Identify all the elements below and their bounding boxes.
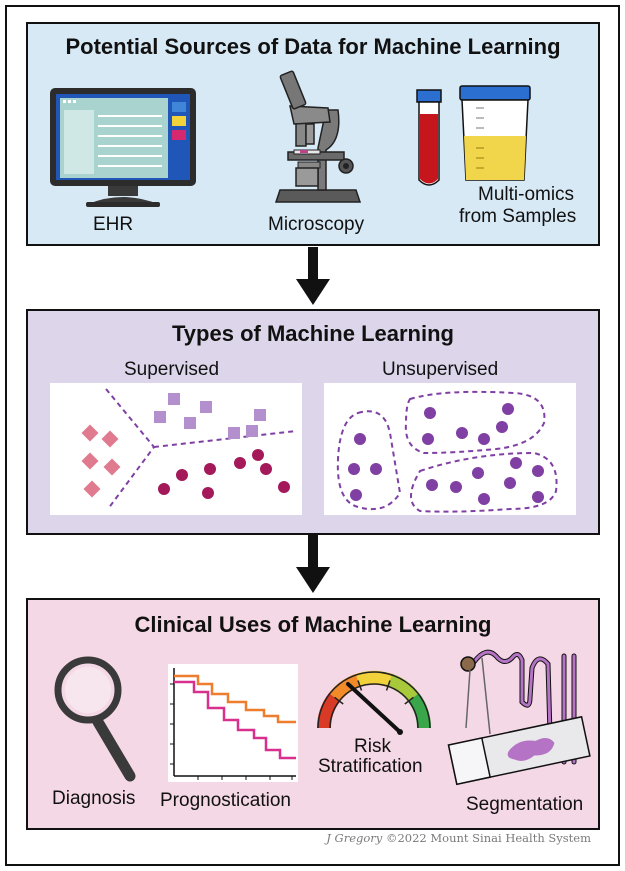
purple-dot (450, 481, 462, 493)
clinical-uses-panel: Clinical Uses of Machine Learning Diagno… (26, 598, 600, 830)
crimson-dot (278, 481, 290, 493)
risk-label-line2: Stratification (318, 756, 423, 777)
purple-dot (502, 403, 514, 415)
data-sources-panel: Potential Sources of Data for Machine Le… (26, 22, 600, 246)
credit-author: J Gregory (326, 831, 383, 845)
computer-monitor-icon (50, 88, 196, 207)
unsupervised-scatter (336, 390, 558, 513)
survival-curve-orange (174, 674, 296, 724)
credit-text: ©2022 Mount Sinai Health System (382, 831, 591, 845)
gauge-needle (346, 682, 402, 734)
cluster-outline (410, 451, 558, 513)
prognostication-label: Prognostication (160, 790, 291, 811)
ml-types-title: Types of Machine Learning (172, 321, 454, 346)
segmentation-icon (447, 649, 591, 786)
square-point (246, 425, 258, 437)
diamond-point (81, 424, 99, 442)
diamond-point (81, 452, 99, 470)
ml-types-panel: Types of Machine Learning Supervised Uns… (26, 309, 600, 535)
supervised-scatter-box (50, 383, 302, 515)
purple-dot (422, 433, 434, 445)
multiomics-label-line1: Multi-omics (478, 184, 575, 205)
unsupervised-label: Unsupervised (382, 359, 499, 380)
crimson-dot (260, 463, 272, 475)
square-point (154, 411, 166, 423)
microscopy-label: Microscopy (268, 214, 365, 235)
square-point (184, 417, 196, 429)
crimson-dot (158, 483, 170, 495)
diamond-point (103, 458, 121, 476)
purple-dot (532, 465, 544, 477)
diamond-point (101, 430, 119, 448)
purple-dot (478, 493, 490, 505)
crimson-dot (176, 469, 188, 481)
unsupervised-scatter-box (324, 383, 576, 515)
ehr-label: EHR (93, 214, 134, 235)
crimson-dot (252, 449, 264, 461)
risk-gauge-icon (316, 670, 432, 735)
diamond-point (83, 480, 101, 498)
crimson-dot (204, 463, 216, 475)
purple-dot (478, 433, 490, 445)
purple-dot (504, 477, 516, 489)
purple-dot (426, 479, 438, 491)
purple-dot (532, 491, 544, 503)
crimson-dot (234, 457, 246, 469)
purple-dot (510, 457, 522, 469)
purple-dot (472, 467, 484, 479)
survival-curve-box (168, 664, 298, 782)
purple-dot (370, 463, 382, 475)
clinical-uses-title: Clinical Uses of Machine Learning (134, 612, 492, 637)
segmentation-label: Segmentation (466, 794, 584, 815)
square-point (228, 427, 240, 439)
cluster-outline (336, 410, 402, 511)
purple-dot (350, 489, 362, 501)
supervised-scatter (81, 388, 297, 510)
purple-dot (496, 421, 508, 433)
square-point (200, 401, 212, 413)
sample-tubes-icon (416, 85, 531, 186)
survival-curve-magenta (174, 680, 296, 760)
multiomics-label-line2: from Samples (459, 206, 577, 227)
survival-curves-chart (170, 668, 296, 780)
square-point (168, 393, 180, 405)
purple-dot (348, 463, 360, 475)
square-point (254, 409, 266, 421)
cluster-outline (404, 390, 546, 455)
purple-dot (456, 427, 468, 439)
supervised-label: Supervised (124, 359, 220, 380)
magnifying-glass-icon (54, 656, 136, 782)
microscope-icon (274, 70, 362, 203)
data-sources-title: Potential Sources of Data for Machine Le… (65, 34, 561, 59)
risk-label-line1: Risk (354, 736, 391, 757)
copyright-credit: J Gregory ©2022 Mount Sinai Health Syste… (326, 831, 591, 845)
arrow-down-icon (296, 535, 330, 593)
arrow-down-icon (296, 247, 330, 305)
crimson-dot (202, 487, 214, 499)
purple-dot (424, 407, 436, 419)
purple-dot (354, 433, 366, 445)
diagnosis-label: Diagnosis (52, 788, 136, 809)
